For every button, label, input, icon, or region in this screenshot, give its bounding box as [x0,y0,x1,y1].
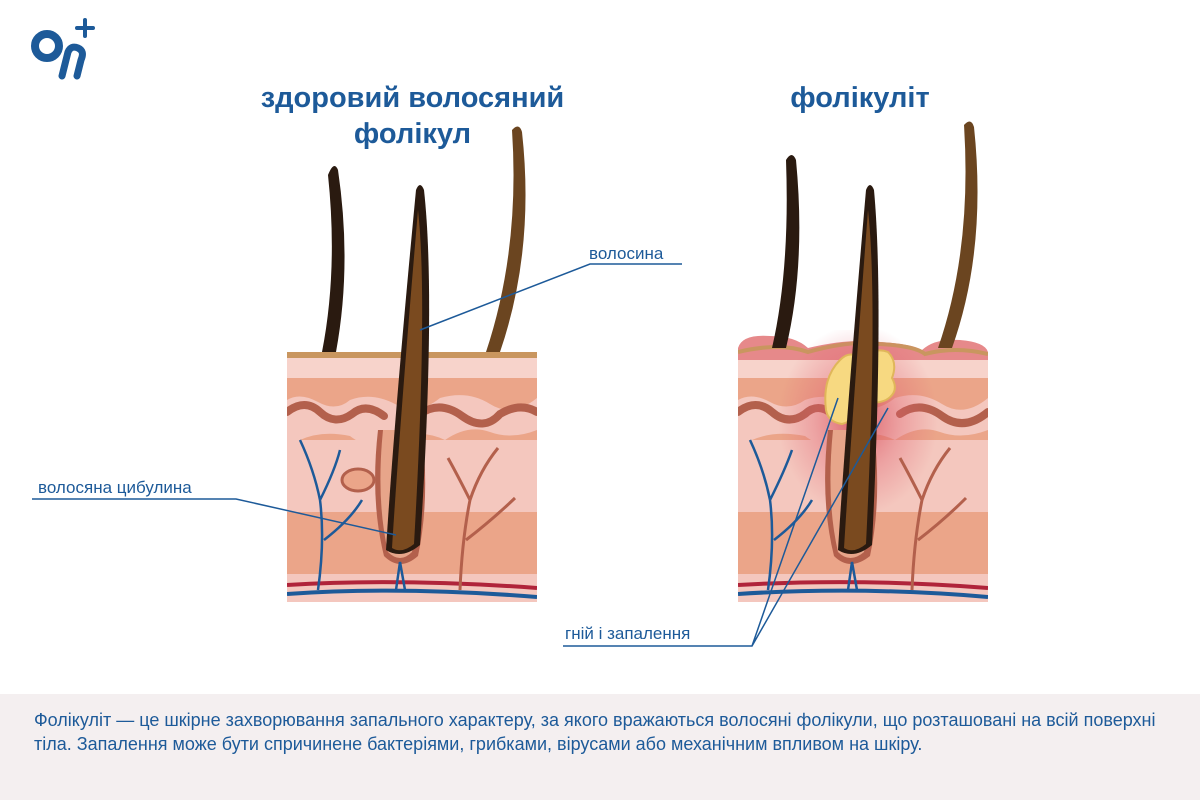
description-text: Фолікуліт — це шкірне захворювання запал… [34,710,1156,754]
folliculitis-skin-block [738,121,988,602]
folliculitis-title: фолікуліт [790,82,930,114]
healthy-follicle-title: здоровий волосяний фолікул [260,82,565,150]
hair-leader-line [419,263,682,331]
on-plus-logo-icon [31,18,95,80]
hair-label: волосина [589,244,664,263]
healthy-skin-block [287,126,537,602]
pus-inflammation-leader-line [563,397,889,647]
hair-bulb-label: волосяна цибулина [38,478,192,497]
pus-inflammation-label: гній і запалення [565,624,691,643]
hair-bulb-leader-line [32,498,397,536]
description-panel: Фолікуліт — це шкірне захворювання запал… [0,694,1200,800]
